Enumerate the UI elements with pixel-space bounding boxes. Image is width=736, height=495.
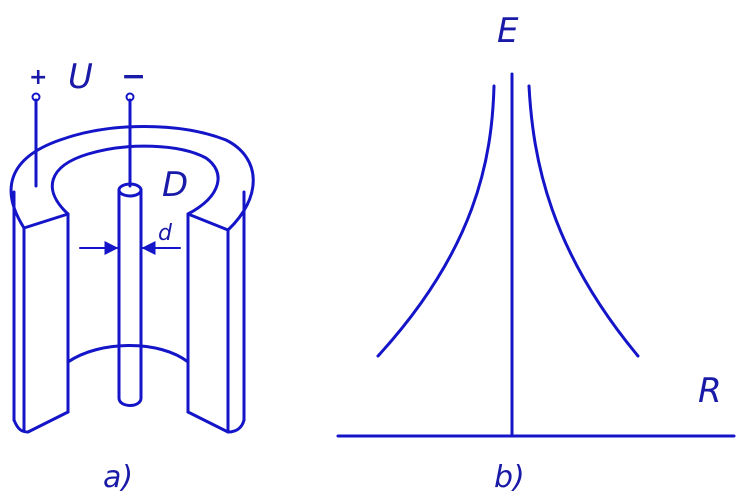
left-wall-top-edge xyxy=(22,212,70,230)
outer-diameter-label: D xyxy=(162,165,188,205)
minus-sign-label: − xyxy=(121,59,146,94)
inner-bottom-arc xyxy=(66,344,190,364)
right-wall-bottom xyxy=(186,410,246,434)
left-wall-bottom xyxy=(12,410,70,434)
part-a-caption: a) xyxy=(103,460,133,495)
right-wall-top-edge xyxy=(186,212,230,232)
field-strength-graph: E R b) xyxy=(336,11,736,495)
plus-terminal xyxy=(31,92,41,102)
y-axis-label: E xyxy=(497,11,519,51)
part-b-caption: b) xyxy=(494,460,525,495)
inner-diameter-label: d xyxy=(158,221,173,246)
right-field-curve xyxy=(527,84,640,358)
minus-terminal xyxy=(125,92,135,102)
x-axis-label: R xyxy=(698,371,722,411)
inner-top-rim xyxy=(50,144,220,216)
outer-top-rim xyxy=(9,125,255,232)
inner-conductor-body xyxy=(117,188,143,407)
coaxial-cylinder-drawing: + U − D d a) xyxy=(9,57,255,495)
left-field-curve xyxy=(376,84,496,358)
plus-sign-label: + xyxy=(29,65,47,90)
voltage-label: U xyxy=(68,57,93,97)
